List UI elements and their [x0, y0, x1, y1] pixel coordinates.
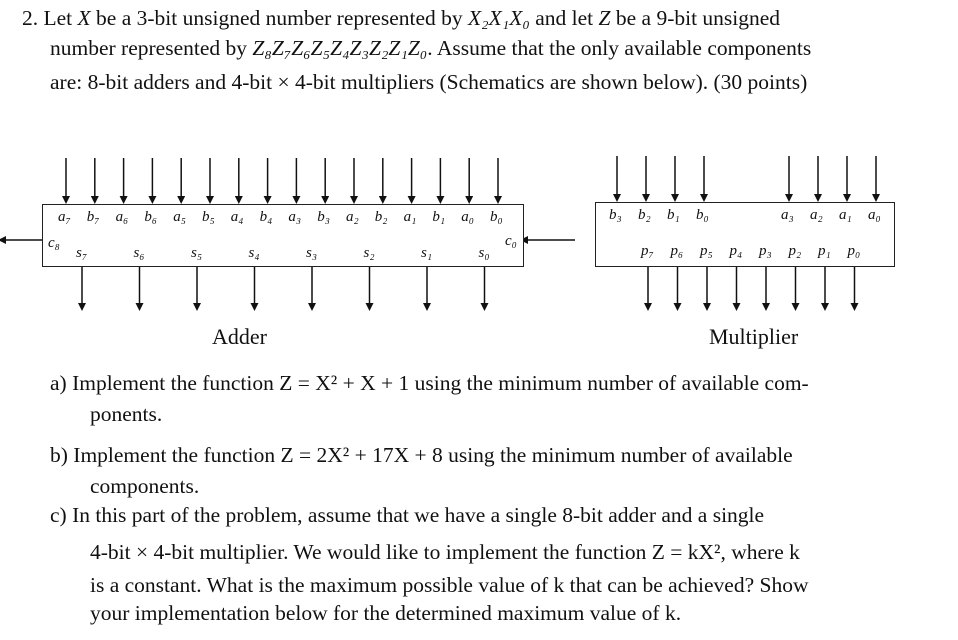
part-c-line-2: 4-bit × 4-bit multiplier. We would like … [90, 540, 800, 564]
part-b-line-1: b) Implement the function Z = 2X² + 17X … [50, 443, 793, 467]
multiplier-output-arrows [644, 266, 859, 311]
adder-sum-label: s₁ [421, 245, 433, 261]
multiplier-b-label: b₃ [609, 207, 622, 223]
multiplier-input-arrows [613, 156, 880, 202]
adder-input-label: b₅ [202, 209, 215, 225]
multiplier-product-label: p₀ [847, 243, 861, 259]
multiplier-b-label: b₁ [667, 207, 680, 223]
part-c-line-4: your implementation below for the determ… [90, 601, 682, 625]
part-b-line-2: components. [90, 474, 200, 498]
adder-input-label: b₆ [144, 209, 158, 225]
adder-input-arrows [62, 158, 502, 204]
adder-sum-label: s₀ [478, 245, 490, 261]
adder-sum-label: s₆ [133, 245, 145, 261]
multiplier-caption: Multiplier [709, 324, 799, 349]
multiplier-b-label: b₂ [638, 207, 651, 223]
var-z: Z [598, 6, 611, 30]
adder-input-label: b₀ [490, 209, 503, 225]
part-c-line-1: c) In this part of the problem, assume t… [50, 503, 765, 527]
adder-sum-label: s₂ [363, 245, 375, 261]
adder-sum-label: s₄ [248, 245, 260, 261]
x-bits: X₂X₁X₀ [468, 6, 530, 30]
adder-block [42, 204, 524, 267]
problem-number: 2. [22, 6, 39, 30]
part-c-line-3: is a constant. What is the maximum possi… [90, 573, 809, 597]
multiplier-product-label: p₇ [641, 243, 654, 259]
multiplier-product-label: p₄ [729, 243, 743, 259]
multiplier-product-label: p₅ [700, 243, 713, 259]
multiplier-product-label: p₆ [670, 243, 684, 259]
multiplier-b-label: b₀ [696, 207, 709, 223]
multiplier-product-label: p₂ [788, 243, 802, 259]
carry-out-label: c₈ [48, 235, 60, 251]
carry-in-label: c₀ [505, 233, 517, 249]
adder-input-label: b₂ [374, 209, 388, 225]
adder-sum-label: s₃ [306, 245, 318, 261]
multiplier-a-label: a₁ [839, 207, 852, 223]
adder-input-label: b₁ [432, 209, 446, 225]
adder-input-label: a₀ [461, 209, 474, 225]
adder-input-label: a₂ [346, 209, 359, 225]
problem-line-2: number represented by Z₈Z₇Z₆Z₅Z₄Z₃Z₂Z₁Z₀… [50, 36, 812, 60]
adder-input-label: b₇ [86, 209, 100, 225]
problem-line-1: 2. Let X be a 3-bit unsigned number repr… [22, 6, 781, 30]
part-a-line-2: ponents. [90, 402, 163, 426]
adder-input-label: a₁ [403, 209, 417, 225]
adder-input-label: a₄ [230, 209, 244, 225]
adder-caption: Adder [212, 324, 267, 349]
multiplier-product-label: p₃ [759, 243, 772, 259]
multiplier-a-label: a₀ [868, 207, 881, 223]
adder-sum-label: s₅ [191, 245, 203, 261]
part-a-line-1: a) Implement the function Z = X² + X + 1… [50, 371, 809, 395]
adder-output-arrows [78, 266, 489, 311]
adder-input-label: a₃ [288, 209, 302, 225]
multiplier-product-label: p₁ [818, 243, 831, 259]
adder-input-label: b₃ [317, 209, 330, 225]
z-bits: Z₈Z₇Z₆Z₅Z₄Z₃Z₂Z₁Z₀ [252, 36, 428, 60]
multiplier-a-label: a₃ [781, 207, 794, 223]
adder-sum-label: s₇ [76, 245, 88, 261]
adder-input-label: a₆ [115, 209, 129, 225]
problem-line-3: are: 8-bit adders and 4-bit × 4-bit mult… [50, 70, 808, 94]
adder-input-label: a₇ [58, 209, 71, 225]
adder-input-label: a₅ [173, 209, 186, 225]
adder-input-label: b₄ [259, 209, 273, 225]
multiplier-a-label: a₂ [810, 207, 823, 223]
var-x: X [77, 6, 91, 30]
multiplier-block [595, 202, 895, 267]
